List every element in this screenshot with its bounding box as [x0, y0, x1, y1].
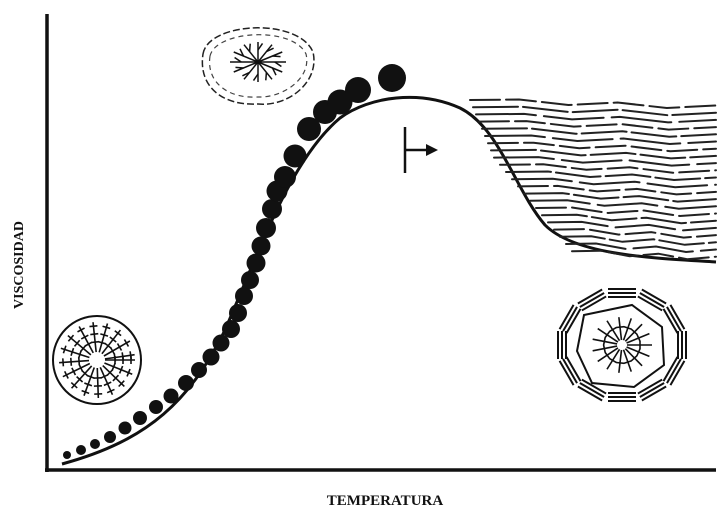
spherulite-branch: [89, 326, 97, 327]
dot: [262, 199, 282, 219]
spherulite-branch: [604, 337, 606, 345]
spherulite-branch: [266, 72, 267, 80]
dot: [235, 287, 253, 305]
dot: [222, 320, 240, 338]
dot: [247, 254, 266, 273]
spherulite-branch: [235, 67, 243, 68]
dot: [90, 439, 100, 449]
spherulite-branch: [71, 358, 72, 366]
spherulite-ray: [619, 350, 622, 373]
dot: [252, 237, 271, 256]
y-axis-label: VISCOSIDAD: [12, 221, 27, 309]
dot: [164, 389, 179, 404]
dot: [191, 362, 207, 378]
spherulite-branch: [98, 342, 106, 344]
dot: [241, 271, 259, 289]
spherulite-high-temp-icon: [558, 289, 686, 401]
spherulite-branch: [273, 56, 281, 57]
dot: [149, 400, 163, 414]
spherulite-branch: [130, 351, 131, 359]
dot: [274, 166, 296, 188]
step-arrow-icon: [405, 127, 438, 173]
dot: [76, 445, 86, 455]
spherulite-branch: [114, 354, 115, 362]
dot: [104, 431, 116, 443]
spherulite-branch: [604, 345, 606, 353]
dot: [178, 375, 194, 391]
dot: [133, 411, 147, 425]
spherulite-branch: [79, 357, 80, 365]
dot: [345, 77, 371, 103]
spherulite-branch: [122, 352, 123, 360]
dot: [63, 451, 71, 459]
spherulite-branch: [90, 334, 98, 335]
dot: [203, 349, 220, 366]
dot: [229, 304, 247, 322]
spherulite-branch: [100, 334, 108, 336]
dot: [378, 64, 406, 92]
spherulite-ray: [619, 317, 622, 340]
spherulite-branch: [91, 342, 99, 343]
dot: [284, 145, 307, 168]
x-axis-label: TEMPERATURA: [327, 493, 444, 509]
dot: [119, 422, 132, 435]
spherulite-mid-temp-icon: [202, 28, 314, 104]
spherulite-branch: [250, 44, 251, 52]
dot: [256, 218, 276, 238]
spherulite-ray: [607, 349, 620, 369]
fiber-hatching-icon: [470, 100, 716, 260]
spherulite-branch: [63, 358, 64, 366]
spherulite-branch: [616, 362, 624, 363]
spherulite-branch: [616, 327, 624, 328]
spherulite-branch: [103, 326, 111, 328]
spherulite-low-temp-icon: [53, 316, 141, 404]
spherulite-ray: [607, 321, 620, 341]
dot: [213, 335, 230, 352]
